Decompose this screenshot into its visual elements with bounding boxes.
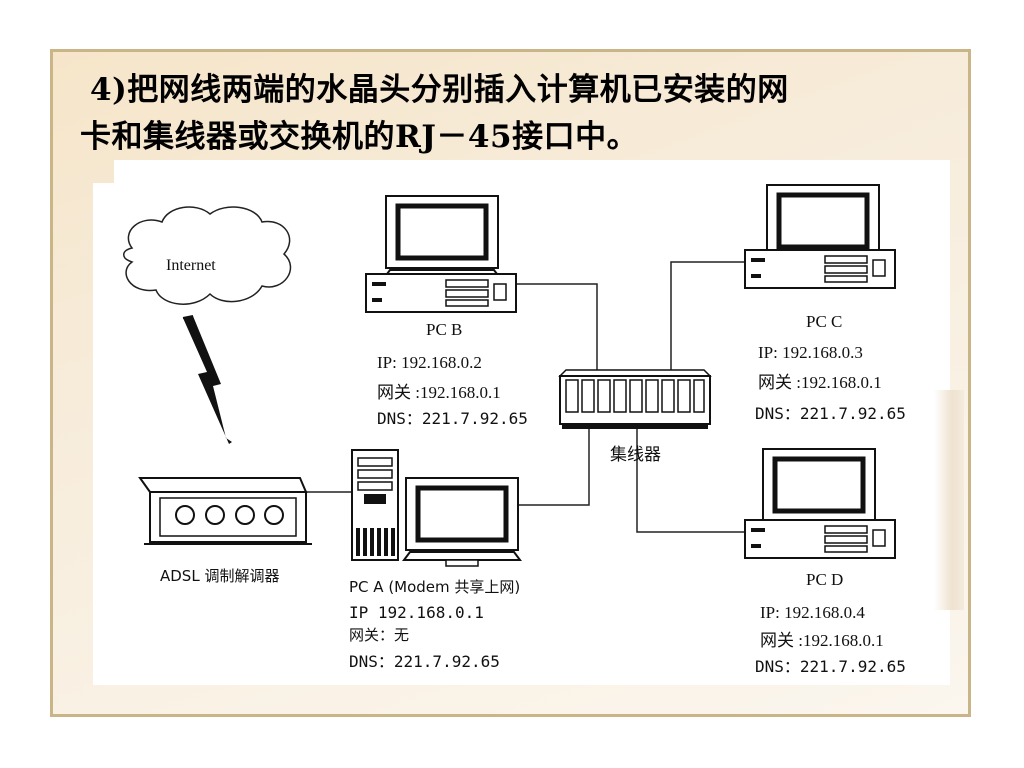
adsl-modem-icon [138,477,312,545]
pc-b-ip: IP: 192.168.0.2 [377,353,482,372]
hub-icon [558,369,712,429]
pc-d-dns: DNS：221.7.92.65 [755,657,906,676]
link-pcc-hub [670,261,745,370]
connection-lines [306,261,745,533]
pc-d-gateway: 网关 :192.168.0.1 [760,631,884,650]
pc-c-ip: IP: 192.168.0.3 [758,343,863,362]
pc-a-name: PC A (Modem 共享上网) [349,578,521,596]
hub-label: 集线器 [610,445,661,464]
pc-c-dns: DNS：221.7.92.65 [755,404,906,423]
internet-label: Internet [166,257,216,274]
link-pcb-hub [516,283,598,370]
pc-d-name: PC D [806,570,844,589]
pc-b-gateway: 网关 :192.168.0.1 [377,383,501,402]
pc-c-computer-icon [744,185,896,289]
link-pca-hub [512,428,590,506]
pc-c-name: PC C [806,312,843,331]
link-hub-pcd [636,428,745,533]
pc-b-dns: DNS：221.7.92.65 [377,409,528,428]
modem-label: ADSL 调制解调器 [160,567,280,585]
pc-d-ip: IP: 192.168.0.4 [760,603,865,622]
title-line-1: 4)把网线两端的水晶头分别插入计算机已安装的网 [90,72,789,108]
right-edge-shadow [934,390,964,610]
slide-title: 4)把网线两端的水晶头分别插入计算机已安装的网 卡和集线器或交换机的RJ－45接… [80,67,970,161]
pc-b-computer-icon [365,196,517,313]
pc-a-computer-icon [351,449,520,566]
title-line-2: 卡和集线器或交换机的RJ－45接口中。 [80,119,639,155]
pc-a-gateway: 网关：无 [349,626,410,644]
pc-d-computer-icon [744,449,896,559]
lightning-bolt-icon [182,315,232,444]
pc-a-ip: IP 192.168.0.1 [349,603,484,622]
pc-b-name: PC B [426,320,463,339]
pc-a-dns: DNS：221.7.92.65 [349,652,500,671]
pc-c-gateway: 网关 :192.168.0.1 [758,373,882,392]
internet-cloud-icon [123,206,292,305]
